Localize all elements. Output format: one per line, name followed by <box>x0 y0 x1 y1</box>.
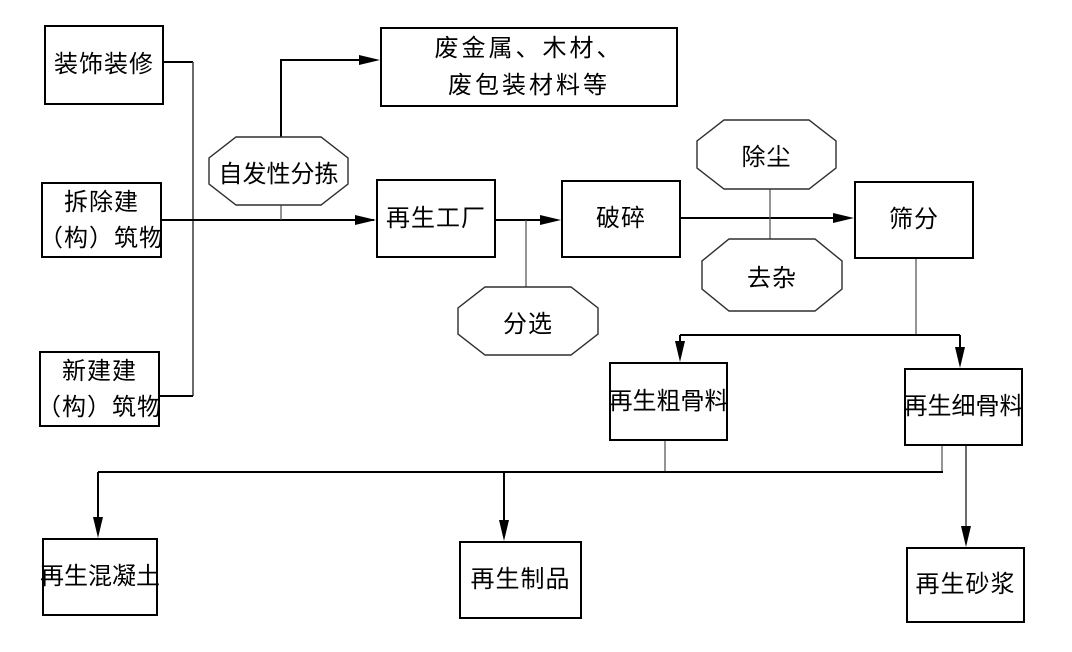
flow-node-label: 再生工厂 <box>386 203 486 232</box>
flow-node-label: 再生砂浆 <box>915 570 1016 599</box>
octagon-shape-impurity-removal <box>701 238 843 312</box>
flow-node-recycled-products: 再生制品 <box>459 541 582 619</box>
arrowhead-into-recycled-products <box>499 520 509 541</box>
flow-node-recycling-plant: 再生工厂 <box>376 179 496 258</box>
octagon-shape-sorting <box>457 286 599 356</box>
flow-node-impurity-removal: 去杂 <box>702 239 842 311</box>
flow-node-crushing: 破碎 <box>561 180 681 258</box>
flow-node-label: 再生制品 <box>470 565 571 594</box>
octagon-shape-spontaneous-sorting <box>208 136 349 206</box>
connector-to-waste-materials <box>280 59 374 137</box>
flow-node-coarse-aggregate: 再生粗骨料 <box>608 362 729 441</box>
flow-node-label: 再生混凝土 <box>40 562 160 591</box>
flow-node-label: 自发性分拣 <box>218 159 339 188</box>
octagon-shape-dust-removal <box>696 119 837 190</box>
flow-node-label: 除尘 <box>741 143 792 171</box>
flow-node-demolition: 拆除建 （构）筑物 <box>39 182 164 258</box>
flow-node-label: 废金属、木材、 废包装材料等 <box>434 33 624 99</box>
flow-node-new-construction: 新建建 （构）筑物 <box>37 351 162 427</box>
arrowhead-into-recycled-concrete <box>93 517 103 538</box>
arrowhead-into-recycling-plant <box>355 215 376 225</box>
arrowhead-into-waste-materials <box>359 55 380 65</box>
flow-node-label: 再生粗骨料 <box>608 386 729 415</box>
flow-node-recycled-mortar: 再生砂浆 <box>906 547 1025 623</box>
flow-node-label: 新建建 （构）筑物 <box>37 357 162 421</box>
arrowhead-into-coarse-aggregate <box>675 341 685 362</box>
flow-node-fine-aggregate: 再生细骨料 <box>903 368 1024 446</box>
flow-node-label: 装饰装修 <box>54 50 154 79</box>
arrowhead-into-crushing <box>540 215 561 225</box>
flow-node-label: 再生细骨料 <box>903 392 1024 421</box>
flow-node-waste-materials: 废金属、木材、 废包装材料等 <box>380 27 678 107</box>
flow-node-label: 分选 <box>503 309 553 338</box>
flow-node-label: 破碎 <box>596 204 646 233</box>
flow-node-label: 去杂 <box>747 263 797 292</box>
flow-node-decoration: 装饰装修 <box>44 25 164 105</box>
flow-node-spontaneous-sorting: 自发性分拣 <box>209 137 348 205</box>
flow-node-recycled-concrete: 再生混凝土 <box>40 538 160 616</box>
arrowhead-into-screening <box>833 213 854 223</box>
arrowhead-into-recycled-mortar <box>961 526 971 547</box>
flow-node-label: 拆除建 （构）筑物 <box>39 188 164 252</box>
flow-node-dust-removal: 除尘 <box>697 120 836 189</box>
flow-node-sorting: 分选 <box>458 287 598 355</box>
flow-node-screening: 筛分 <box>854 181 974 259</box>
flow-node-label: 筛分 <box>889 205 939 234</box>
arrowhead-into-fine-aggregate <box>955 347 965 368</box>
